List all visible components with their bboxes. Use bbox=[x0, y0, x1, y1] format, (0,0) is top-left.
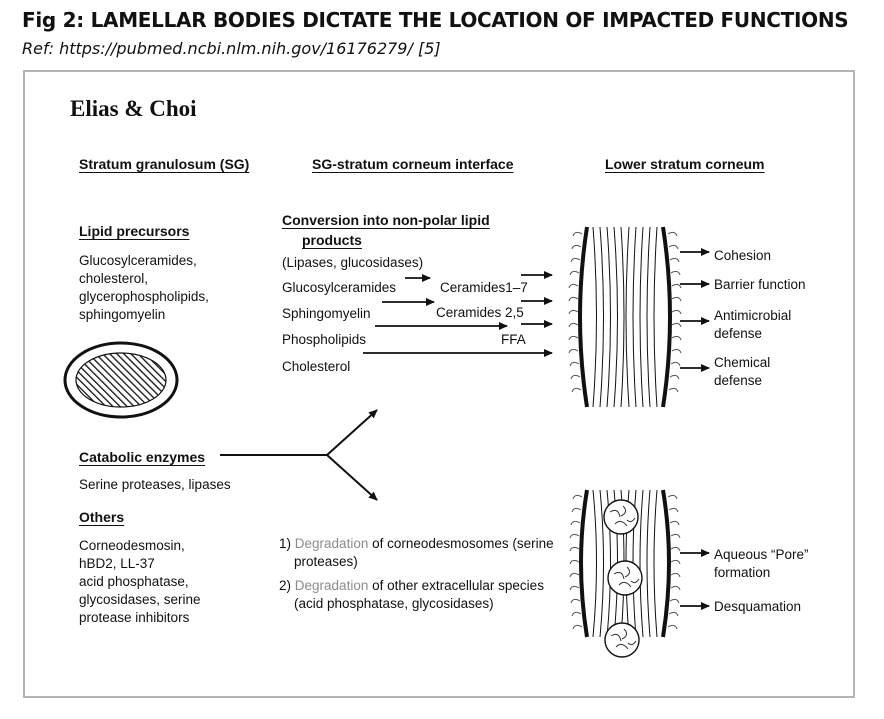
conversion-title: Conversion into non-polar lipid bbox=[282, 212, 490, 228]
others-title: Others bbox=[79, 509, 125, 525]
column-header-middle: SG-stratum corneum interface bbox=[312, 156, 514, 172]
diagram-authors: Elias & Choi bbox=[70, 96, 197, 121]
others-list: Corneodesmosin, hBD2, LL-37 acid phospha… bbox=[79, 538, 201, 625]
substrate-cholesterol: Cholesterol bbox=[282, 359, 351, 374]
catabolic-enzymes-title: Catabolic enzymes bbox=[79, 449, 206, 465]
substrate-phospholipids: Phospholipids bbox=[282, 332, 367, 347]
function-aqueous-pore: Aqueous “Pore” formation bbox=[714, 547, 809, 580]
conversion-title-line2: products bbox=[302, 232, 362, 248]
substrate-sphingomyelin: Sphingomyelin bbox=[282, 306, 371, 321]
function-cohesion: Cohesion bbox=[714, 248, 772, 263]
function-arrows bbox=[680, 248, 710, 610]
figure-title: Fig 2: LAMELLAR BODIES DICTATE THE LOCAT… bbox=[22, 8, 849, 32]
product-ffa: FFA bbox=[501, 332, 526, 347]
diagram-artwork bbox=[63, 226, 710, 658]
function-barrier: Barrier function bbox=[714, 277, 806, 292]
figure-reference: Ref: https://pubmed.ncbi.nlm.nih.gov/161… bbox=[22, 39, 441, 58]
enzymes-note: (Lipases, glucosidases) bbox=[282, 255, 424, 270]
product-ceramides-1-7: Ceramides1–7 bbox=[440, 280, 528, 295]
degradation-word-2: Degradation bbox=[294, 578, 369, 593]
lamellar-body-icon bbox=[63, 341, 179, 419]
conversion-arrows bbox=[363, 271, 553, 357]
function-chemical: Chemical defense bbox=[714, 355, 771, 388]
stratum-corneum-lower bbox=[569, 489, 681, 658]
degradation-word-1: Degradation bbox=[294, 536, 369, 551]
column-header-left: Stratum granulosum (SG) bbox=[79, 156, 250, 172]
fork-arrows bbox=[220, 409, 378, 501]
function-antimicrobial: Antimicrobial defense bbox=[714, 308, 792, 341]
catabolic-enzymes-text: Serine proteases, lipases bbox=[79, 477, 231, 492]
lipid-precursors-title: Lipid precursors bbox=[79, 223, 190, 239]
lipid-precursors-list: Glucosylceramides, cholesterol, glycerop… bbox=[79, 253, 209, 322]
product-ceramides-2-5: Ceramides 2,5 bbox=[436, 305, 524, 320]
substrate-glucosylceramides: Glucosylceramides bbox=[282, 280, 397, 295]
stratum-corneum-upper bbox=[568, 226, 682, 408]
degradation-item-1: 1) Degradation of corneodesmosomes (seri… bbox=[279, 536, 554, 569]
column-header-right: Lower stratum corneum bbox=[605, 156, 765, 172]
diagram-frame: Elias & Choi Stratum granulosum (SG) SG-… bbox=[23, 70, 855, 698]
function-desquamation: Desquamation bbox=[714, 599, 802, 614]
degradation-item-2: 2) Degradation of other extracellular sp… bbox=[279, 578, 544, 611]
